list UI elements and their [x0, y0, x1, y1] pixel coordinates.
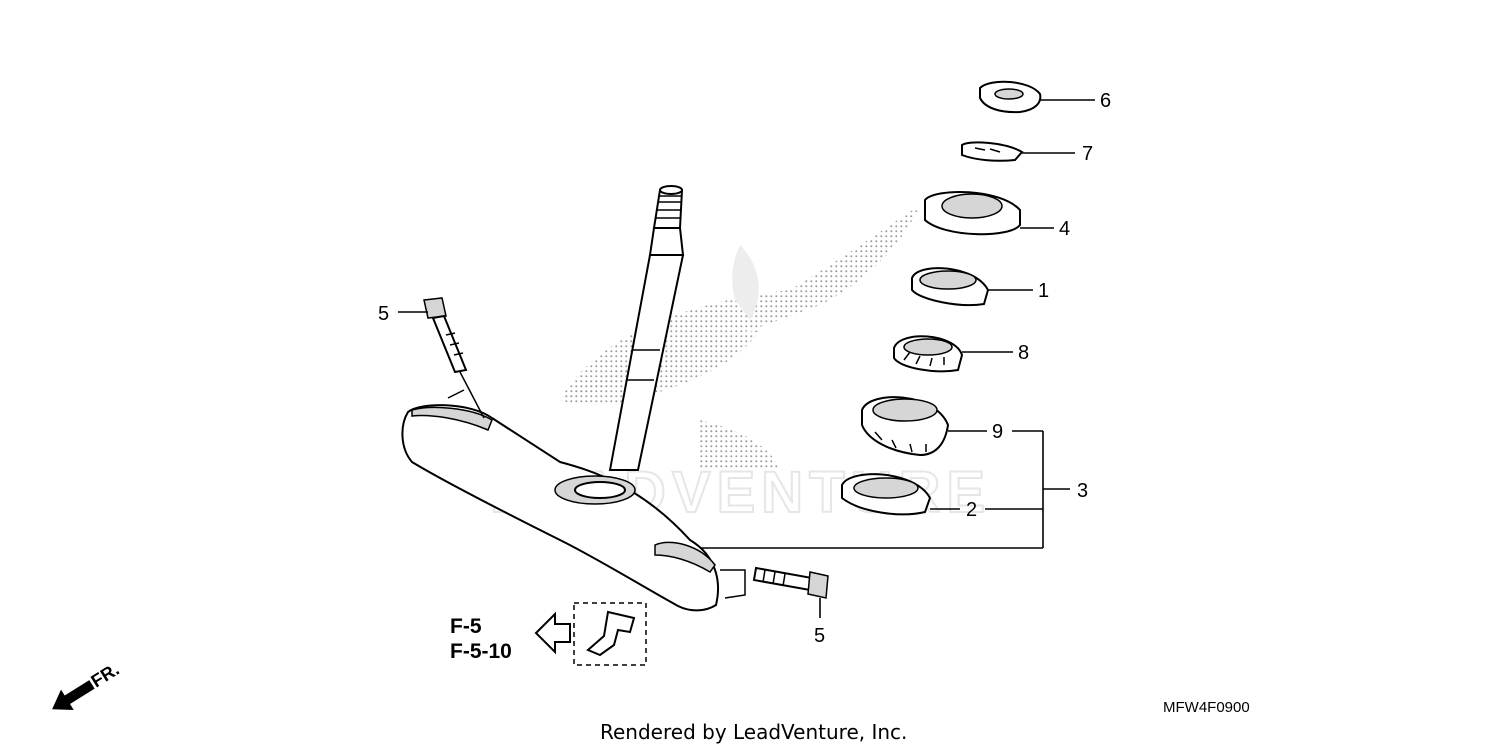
ref-label-f5: F-5: [450, 615, 482, 638]
bolt-guide-upper: [447, 371, 485, 419]
front-arrow-icon: [52, 680, 95, 710]
callout-9: 9: [992, 421, 1003, 443]
leader-lines: [398, 99, 1095, 618]
upper-bearing: [893, 335, 964, 373]
dust-seal: [911, 267, 990, 306]
pinch-bolt-upper: [423, 297, 468, 374]
credit-text: Rendered by LeadVenture, Inc.: [600, 720, 907, 744]
pinch-bolt-lower: [752, 566, 829, 599]
callout-3: 3: [1077, 480, 1088, 502]
steering-stem: [608, 185, 685, 471]
callout-1: 1: [1038, 280, 1049, 302]
lock-washer: [961, 141, 1024, 162]
callout-4: 4: [1059, 218, 1070, 240]
callout-2: 2: [966, 499, 977, 521]
adjusting-nut: [924, 191, 1021, 236]
cable-guide-clip: [573, 602, 647, 666]
lower-bearing: [861, 396, 950, 457]
reference-arrow-icon: [534, 611, 571, 655]
callout-6: 6: [1100, 90, 1111, 112]
lock-nut: [979, 80, 1042, 114]
bottom-bridge: [401, 404, 720, 612]
ref-label-f5-10: F-5-10: [450, 640, 512, 663]
callout-8: 8: [1018, 342, 1029, 364]
callout-5-lower: 5: [814, 625, 825, 647]
diagram-code: MFW4F0900: [1163, 699, 1250, 716]
lower-race: [841, 473, 932, 516]
callout-5-upper: 5: [378, 303, 389, 325]
callout-7: 7: [1082, 143, 1093, 165]
bolt-guide-lower: [720, 569, 746, 599]
